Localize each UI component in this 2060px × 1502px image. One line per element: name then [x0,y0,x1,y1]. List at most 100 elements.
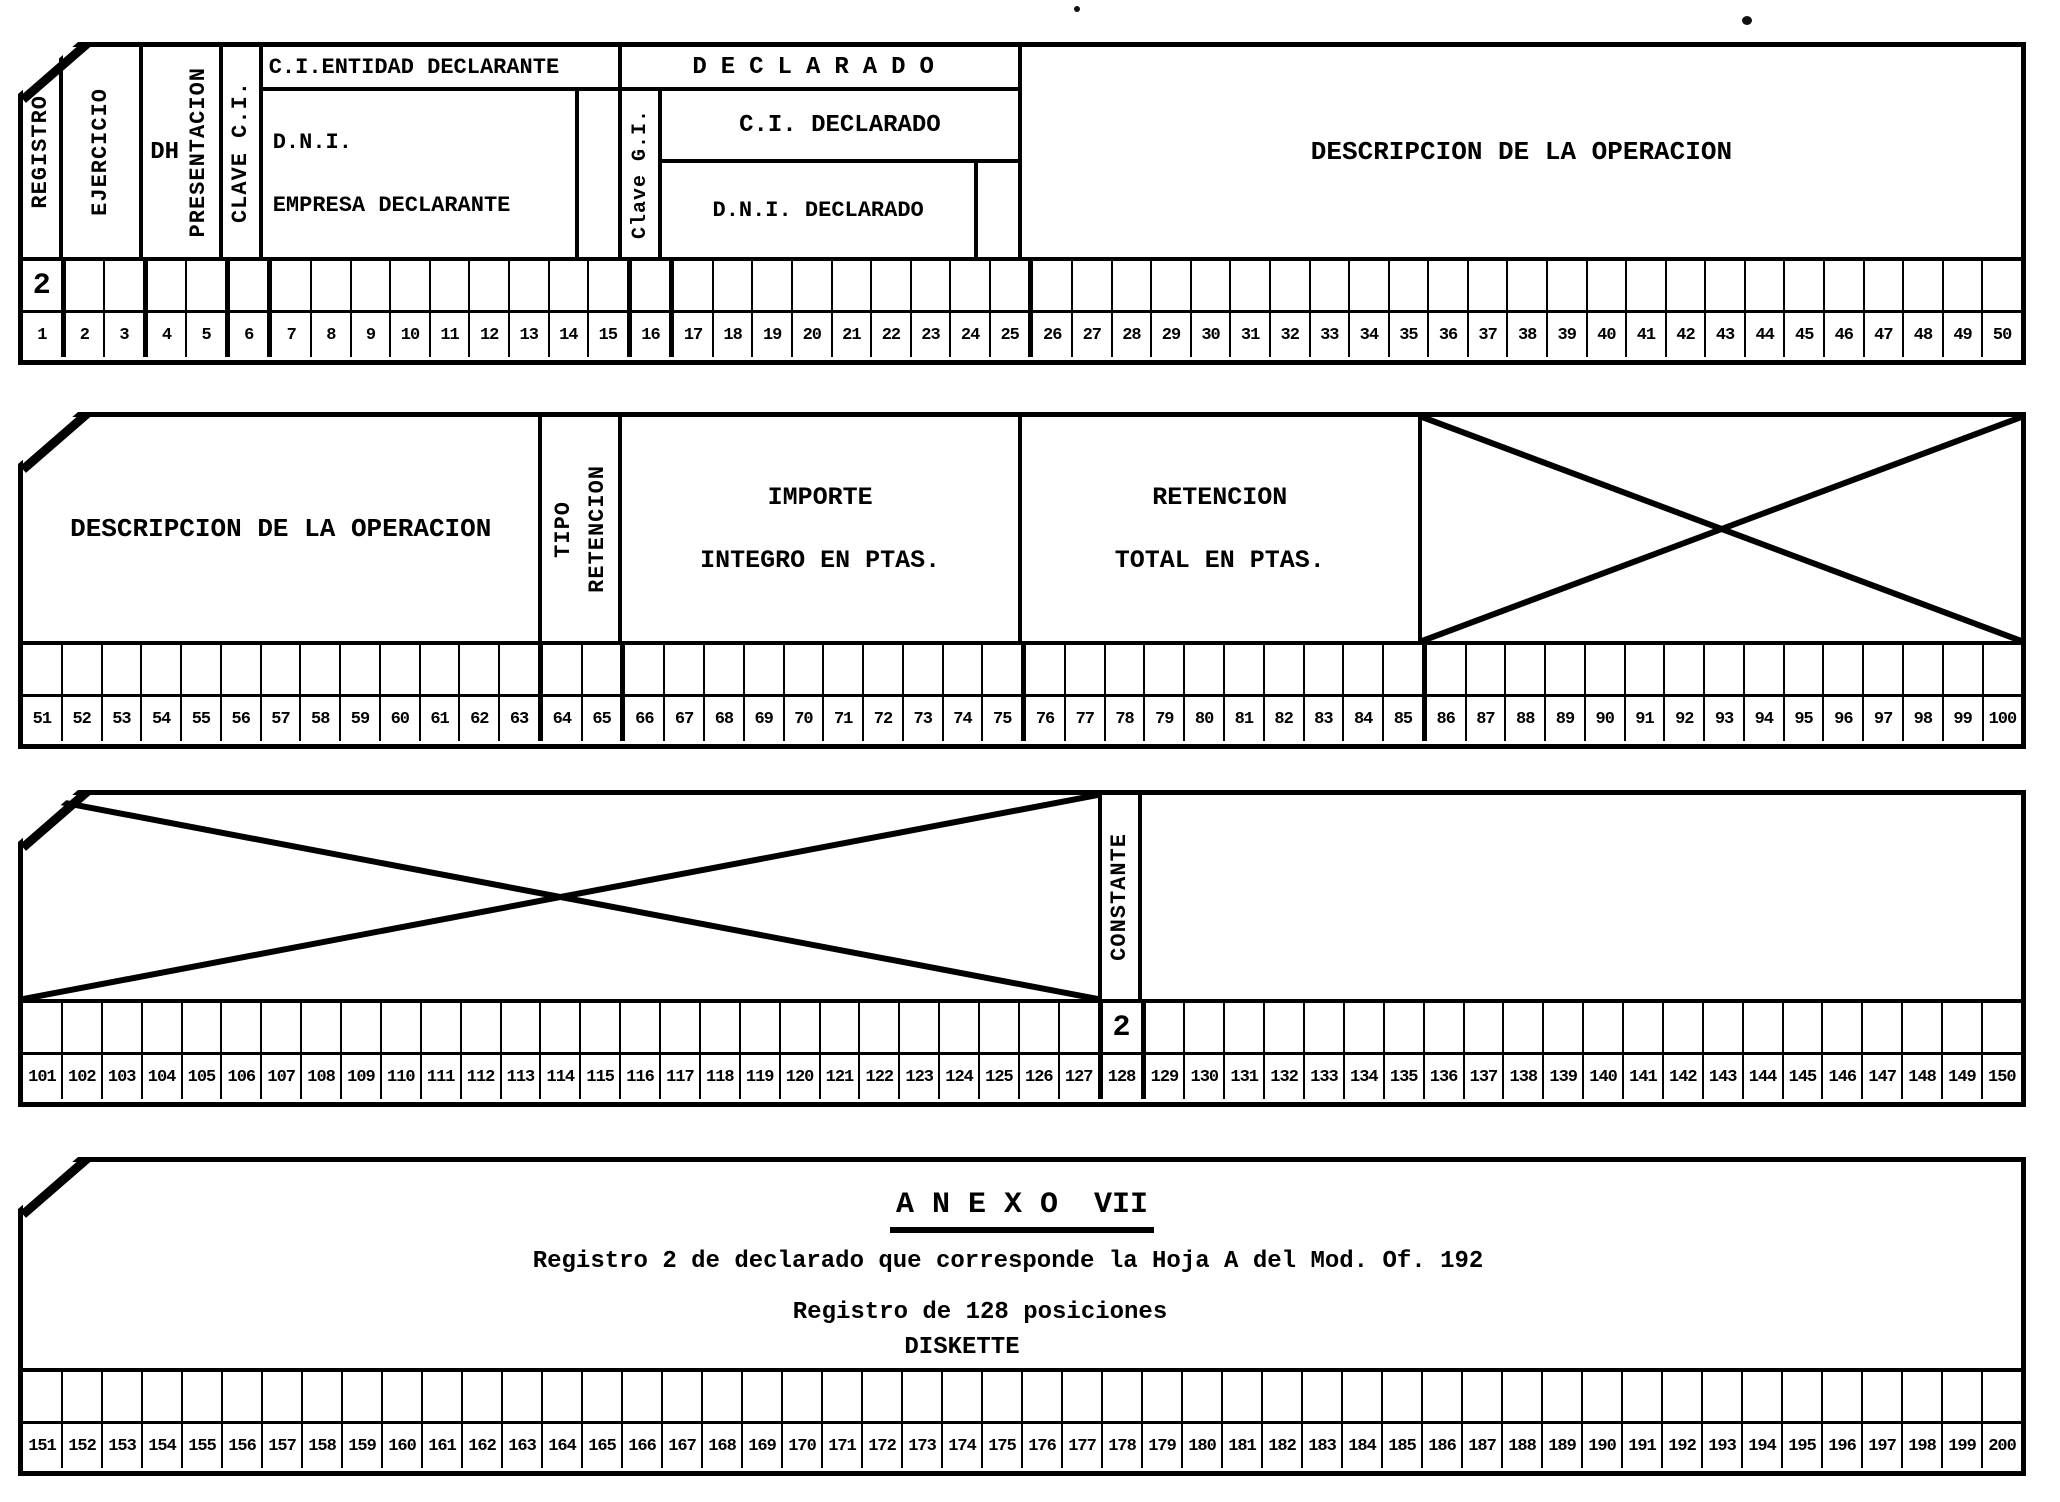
tick-cell [1782,645,1823,694]
position-cell: 10 [389,313,429,357]
tick-cell [898,1003,938,1052]
position-cell: 132 [1263,1055,1303,1099]
position-cell: 119 [738,1055,779,1099]
position-cell: 150 [1980,1055,2021,1099]
position-cell: 115 [579,1055,619,1099]
tick-cell [1861,1372,1901,1421]
position-cell: 200 [1981,1424,2021,1468]
position-cell: 185 [1381,1424,1421,1468]
tick-cell [1464,645,1505,694]
tick-cell [1623,645,1664,694]
tick-cell [1427,261,1467,310]
tick-cell [1017,1003,1058,1052]
position-cell: 48 [1902,313,1942,357]
position-cell: 49 [1941,313,1982,357]
position-cell: 33 [1308,313,1349,357]
position-cell: 95 [1782,697,1823,741]
tick-cell [1901,1372,1941,1421]
position-cell: 55 [180,697,220,741]
position-cell: 12 [468,313,508,357]
position-cell: 80 [1183,697,1223,741]
tick-cell [1902,261,1942,310]
tick-cell [1585,261,1626,310]
position-cell: 127 [1057,1055,1098,1099]
tick-cell [1421,1372,1461,1421]
tick-cell [459,1003,500,1052]
position-cell: 87 [1464,697,1505,741]
tick-cell [349,261,390,310]
tick-cell [1382,1003,1423,1052]
position-cell: 100 [1981,697,2022,741]
position-cell: 120 [778,1055,819,1099]
position-cell: 107 [260,1055,300,1099]
anexo-diskette-line: DISKETTE [904,1334,1020,1361]
field-dni-declarado: D.N.I. DECLARADO [662,163,979,257]
position-cell: 42 [1664,313,1705,357]
tick-cell [1263,1003,1303,1052]
tick-cell [260,1003,300,1052]
declarado-right: C.I. DECLARADO D.N.I. DECLARADO [661,91,1018,257]
position-cell: 183 [1301,1424,1341,1468]
position-cell: 181 [1221,1424,1261,1468]
tick-cell [1063,645,1104,694]
ci-entidad-body: D.N.I. EMPRESA DECLARANTE [263,91,619,257]
position-cell: 96 [1822,697,1862,741]
tick-cell [669,261,712,310]
tick-cell [1229,261,1269,310]
tick-cell [1268,261,1309,310]
position-cell: 26 [1028,313,1071,357]
position-cell: 160 [381,1424,421,1468]
tick-cell [421,1372,461,1421]
tick-row: 2 [23,1003,2021,1055]
tick-cell [1862,261,1903,310]
record-strip-1: REGISTRO EJERCICIO DH PRESENTACION CLAVE… [18,42,2026,365]
tipo-label: TIPO [551,500,577,558]
position-cell: 164 [541,1424,581,1468]
position-cell: 94 [1742,697,1783,741]
tick-row [23,645,2021,697]
position-cell: 18 [711,313,752,357]
tick-cell [1422,1003,1463,1052]
position-cell: 50 [1981,313,2021,357]
tick-cell [340,1003,380,1052]
tick-cell [142,261,186,310]
field-descripcion-operacion-1: DESCRIPCION DE LA OPERACION [1022,47,2021,257]
tick-cell [1506,261,1546,310]
position-cell: 187 [1461,1424,1501,1468]
position-cell: 172 [861,1424,901,1468]
position-cell: 133 [1303,1055,1343,1099]
tick-cell [1061,1372,1101,1421]
position-cell: 68 [703,697,743,741]
position-cell: 31 [1229,313,1269,357]
tick-cell [23,1372,61,1421]
tick-cell [1466,261,1507,310]
crossed-out-region-1 [1422,417,2021,641]
tick-cell [100,1003,141,1052]
record-strip-2: DESCRIPCION DE LA OPERACION TIPO RETENCI… [18,412,2026,749]
position-cell: 45 [1783,313,1823,357]
declarado-body: Clave G.I. C.I. DECLARADO D.N.I. DECLARA… [622,91,1018,257]
position-cell: 169 [741,1424,781,1468]
tick-cell [938,1003,978,1052]
tick-cell [1981,261,2021,310]
position-cell: 24 [949,313,989,357]
tick-cell [620,645,663,694]
position-cell: 190 [1581,1424,1621,1468]
registro-label: REGISTRO [28,95,54,209]
tick-cell [741,1372,781,1421]
tick-cell [781,1372,821,1421]
tick-cell [1941,645,1982,694]
tick-cell [1387,261,1428,310]
field-registro: REGISTRO [23,47,63,257]
tick-cell [300,1003,340,1052]
tick-cell [621,1372,661,1421]
position-cell: 37 [1466,313,1507,357]
position-cell: 54 [140,697,180,741]
field-importe-integro: IMPORTE INTEGRO EN PTAS. [622,417,1022,641]
position-cell: 166 [621,1424,661,1468]
tick-cell [140,645,180,694]
band4-header: A N E X O VII Registro 2 de declarado qu… [23,1162,2021,1372]
